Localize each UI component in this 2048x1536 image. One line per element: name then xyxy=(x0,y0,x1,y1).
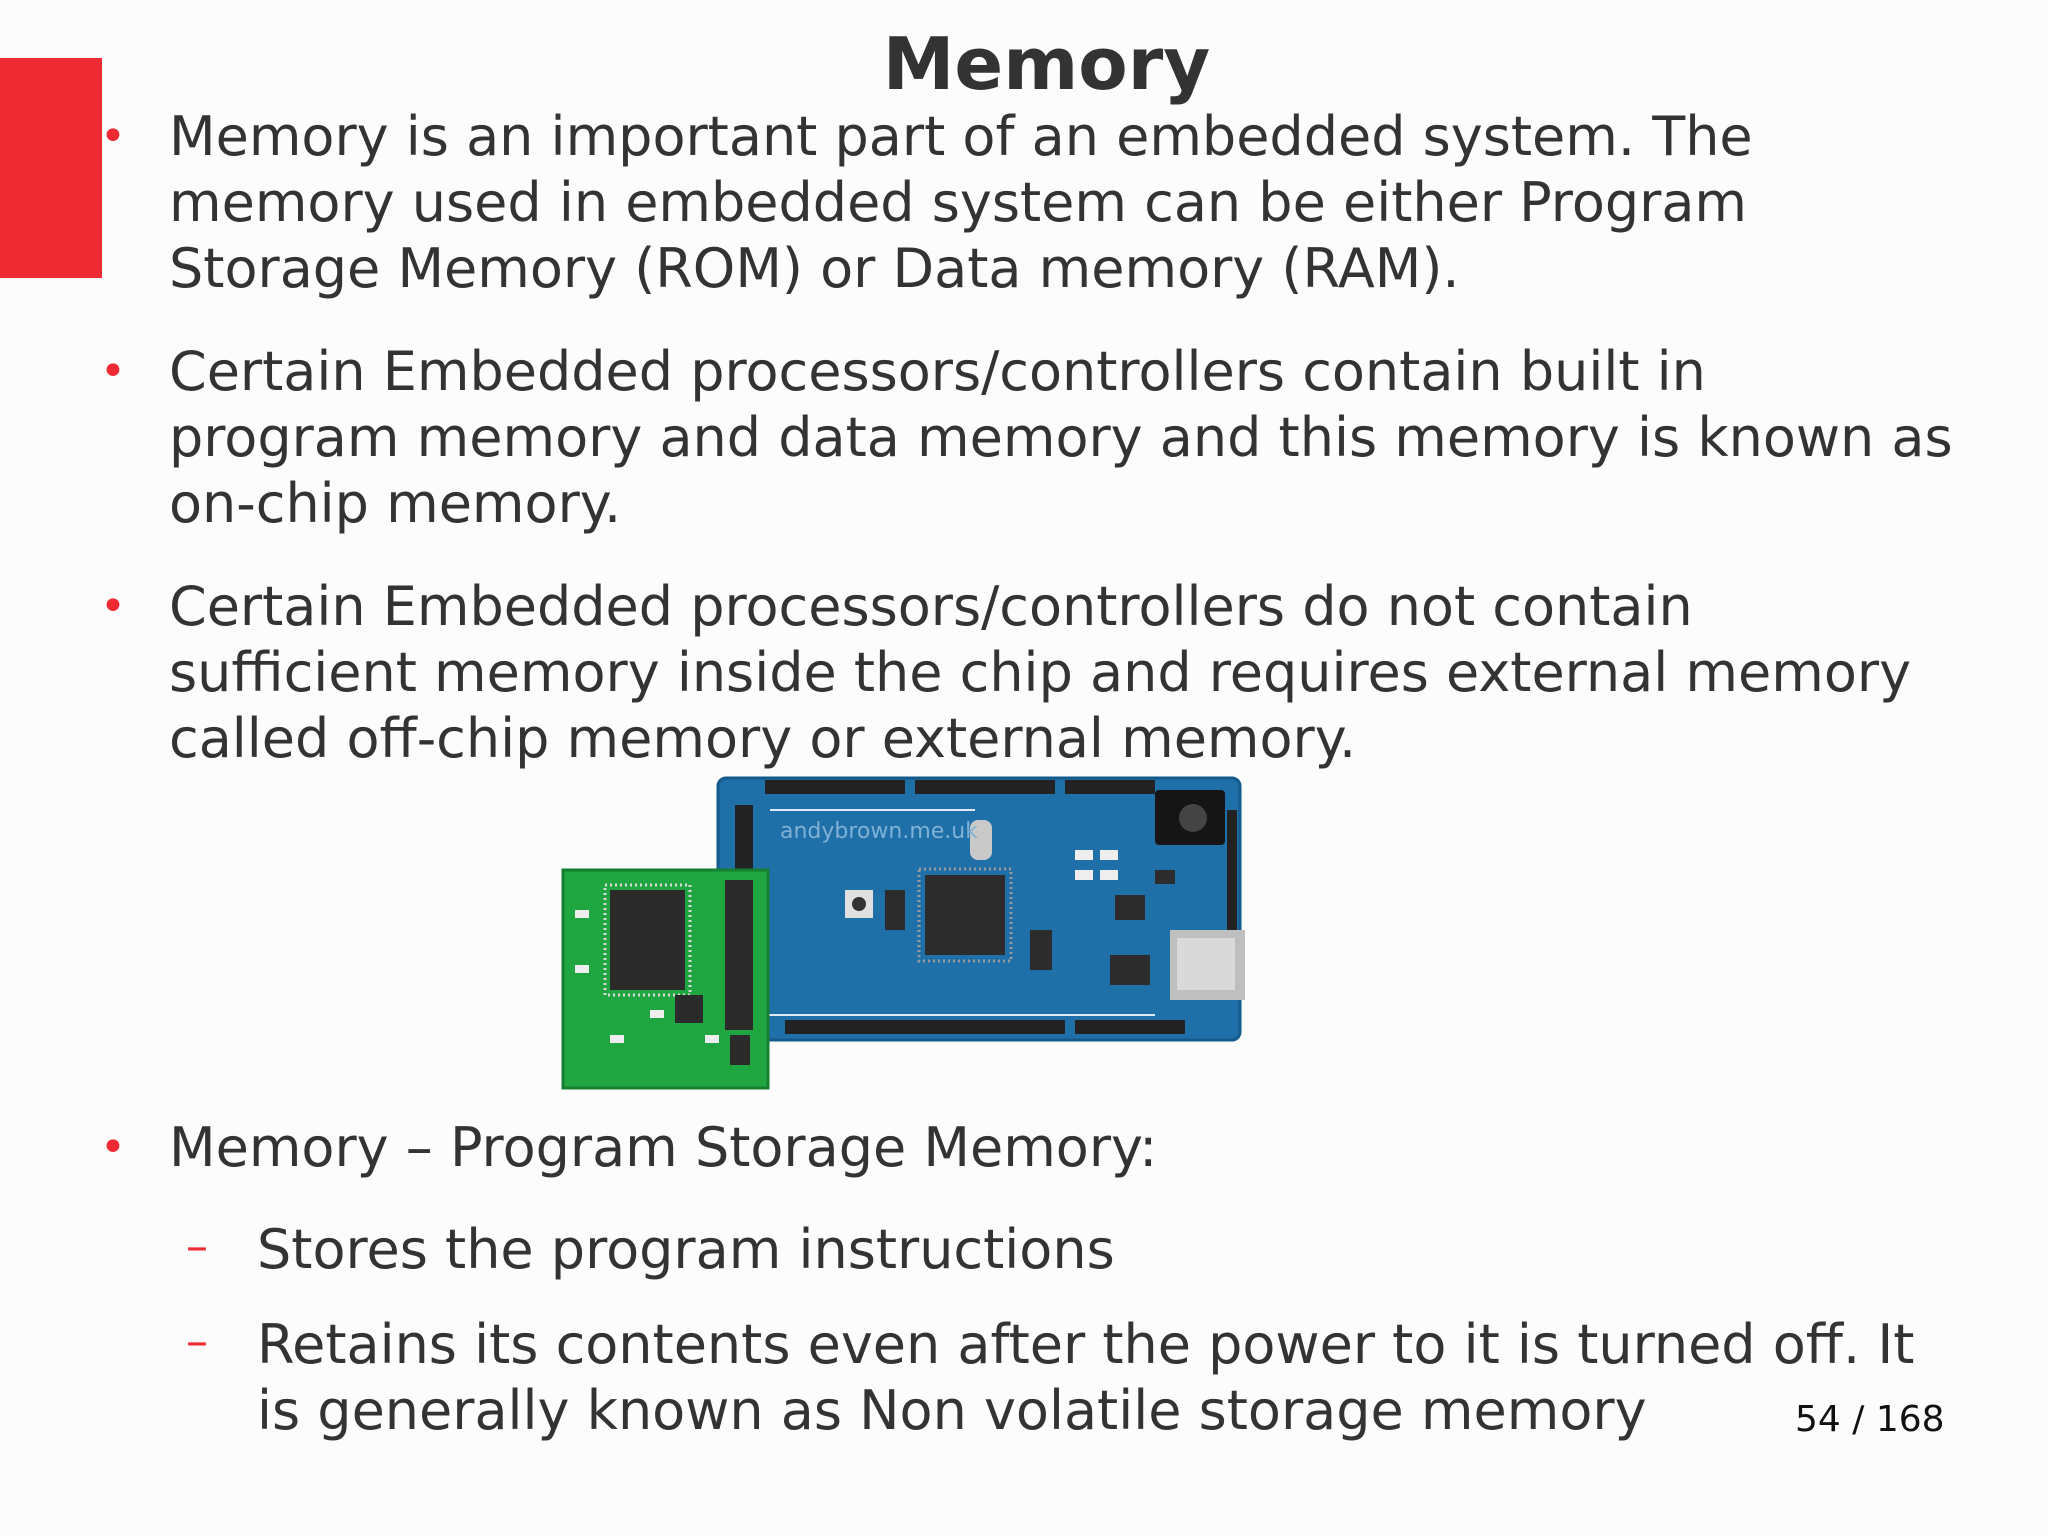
bullet-marker: • xyxy=(100,1122,126,1173)
bullet-marker: • xyxy=(100,111,126,162)
bullet-marker: • xyxy=(100,346,126,397)
sub-bullet-marker: – xyxy=(186,1221,208,1272)
bullet-text: Certain Embedded processors/controllers … xyxy=(169,340,1953,535)
bullet-text: Certain Embedded processors/controllers … xyxy=(169,575,1912,770)
sub-bullet-marker: – xyxy=(186,1316,208,1367)
bullet-marker: • xyxy=(100,581,126,632)
sub-bullet-text: Stores the program instructions xyxy=(257,1218,1115,1281)
accent-block xyxy=(0,58,102,278)
bullet-text: Memory is an important part of an embedd… xyxy=(169,105,1753,300)
image-watermark: andybrown.me.uk xyxy=(780,819,978,844)
slide-title: Memory xyxy=(882,22,1211,106)
page-number: 54 / 168 xyxy=(1795,1399,1945,1440)
bullet-text: Memory – Program Storage Memory: xyxy=(169,1116,1158,1179)
sub-bullet-text: Retains its contents even after the powe… xyxy=(257,1313,1915,1442)
microcontroller-board-image: andybrown.me.uk xyxy=(561,776,1245,1090)
